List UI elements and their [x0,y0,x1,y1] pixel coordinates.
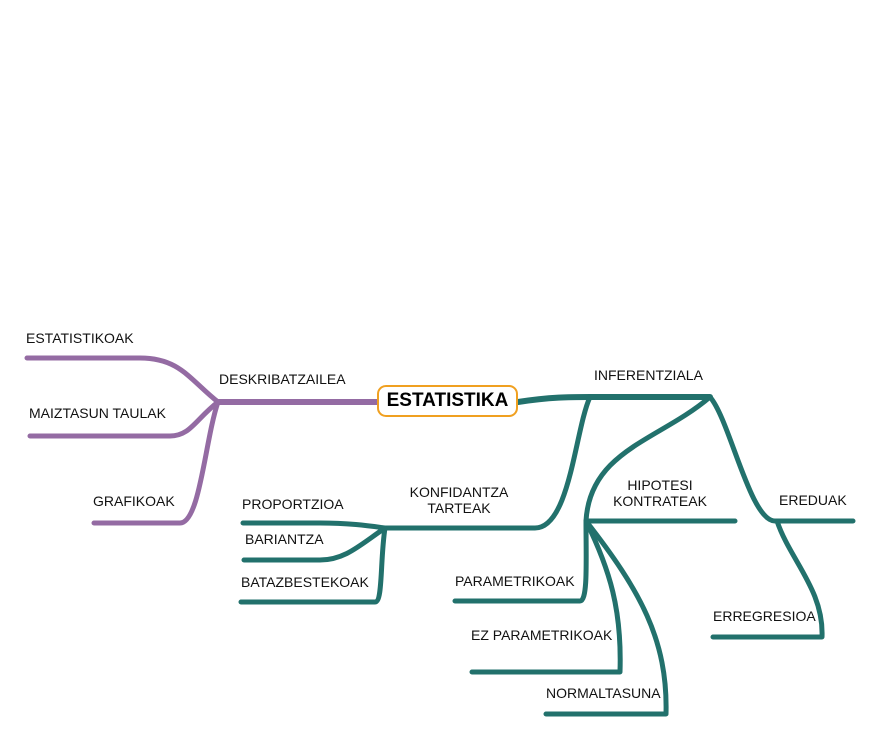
connector-konfidantza [382,394,593,531]
node-label-konfidantza-line2: TARTEAK [427,500,491,516]
connector-normaltasuna [543,518,669,717]
connector-estatistikoak [24,355,221,405]
node-label-konfidantza-line1: KONFIDANTZA [409,484,509,500]
connector-bariantza [241,525,388,563]
root-node[interactable]: ESTATISTIKA [377,385,518,417]
leaf-label-erregresioa[interactable]: ERREGRESIOA [713,608,816,624]
connector-proportzioa [240,520,388,531]
node-label-hipotesi-kontrateak[interactable]: HIPOTESI KONTRATEAK [600,477,720,509]
leaf-label-ez-parametrikoak[interactable]: EZ PARAMETRIKOAK [471,627,613,643]
node-label-hipotesi-line1: HIPOTESI [627,477,693,493]
connector-batazbestekoak [238,525,388,605]
branch-label-descriptive[interactable]: DESKRIBATZAILEA [219,371,346,387]
leaf-label-maiztasun-taulak[interactable]: MAIZTASUN TAULAK [29,405,166,421]
node-label-hipotesi-line2: KONTRATEAK [613,493,707,509]
connector-maiztasun-taulak [27,399,221,439]
leaf-label-batazbestekoak[interactable]: BATAZBESTEKOAK [241,574,369,590]
connector-hipotesi [583,394,738,524]
branch-label-inferential[interactable]: INFERENTZIALA [594,367,703,383]
leaf-label-parametrikoak[interactable]: PARAMETRIKOAK [455,573,575,589]
leaf-label-estatistikoak[interactable]: ESTATISTIKOAK [26,330,134,346]
leaf-label-normaltasuna[interactable]: NORMALTASUNA [546,685,661,701]
connector-ereduak [707,394,856,524]
node-label-konfidantza-tarteak[interactable]: KONFIDANTZA TARTEAK [396,484,522,516]
connector-parametrikoak [452,518,589,604]
connector-erregresioa [710,518,825,640]
leaf-label-bariantza[interactable]: BARIANTZA [245,531,324,547]
leaf-label-proportzioa[interactable]: PROPORTZIOA [242,496,344,512]
connector-ez-parametrikoak [469,518,623,675]
connector-inferential [515,394,713,405]
leaf-label-grafikoak[interactable]: GRAFIKOAK [93,493,175,509]
node-label-ereduak[interactable]: EREDUAK [779,492,847,508]
connector-grafikoak [91,399,221,526]
